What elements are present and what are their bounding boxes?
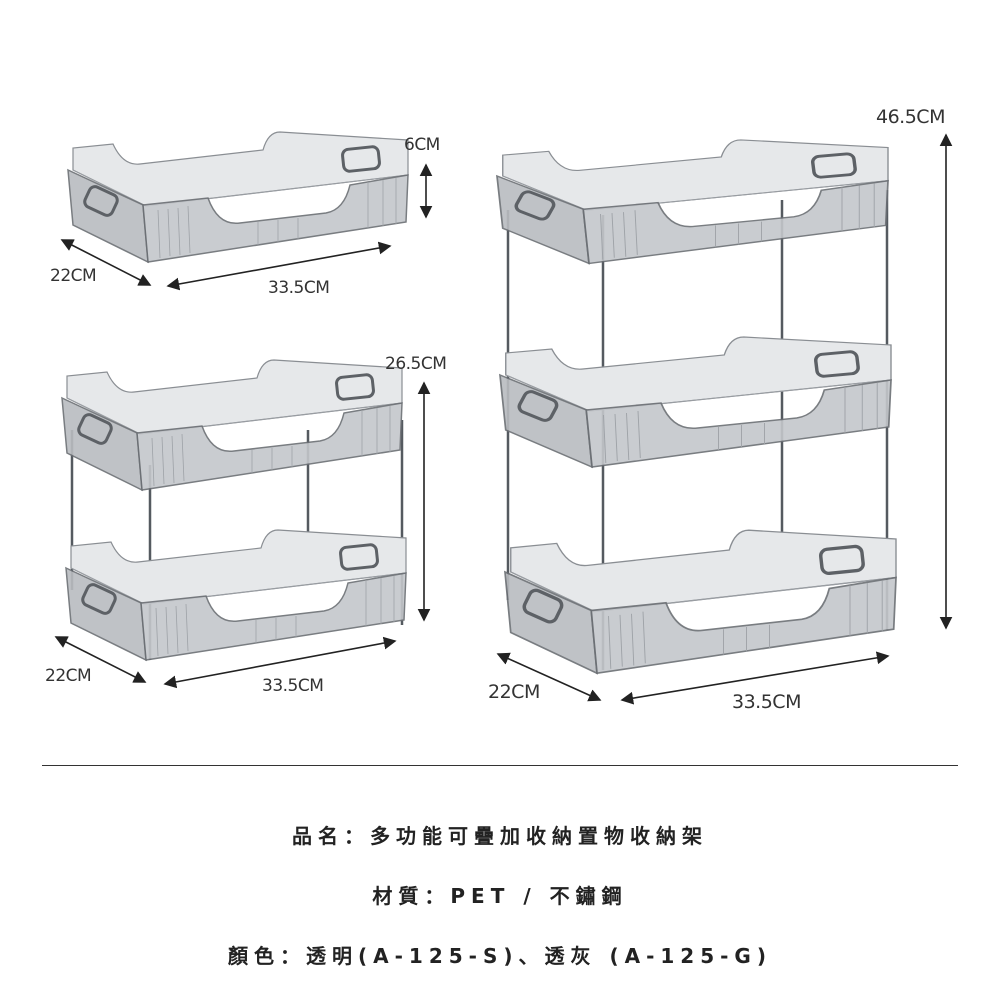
double-tier-bottom-tray [64,528,408,662]
double-tier-top-tray [60,358,404,492]
product-material: 材質：PET / 不鏽鋼 [372,884,628,908]
triple-tier-bottom-tray [503,528,898,675]
product-color: 顏色：透明(A-125-S)、透灰 (A-125-G) [227,944,772,968]
triple-tier-top-tray [495,138,890,266]
single-height-label: 6CM [404,135,440,155]
product-name: 品名：多功能可疊加收納置物收納架 [292,824,708,848]
triple-depth-label: 22CM [488,681,540,703]
double-height-label: 26.5CM [385,354,447,374]
triple-tier-middle-tray [498,335,893,469]
triple-width-label: 33.5CM [732,691,801,713]
single-depth-label: 22CM [50,266,97,286]
single-width-label: 33.5CM [268,278,330,298]
double-depth-label: 22CM [45,666,92,686]
dimension-arrows [54,133,953,705]
divider [42,765,958,766]
double-width-label: 33.5CM [262,676,324,696]
single-tray [66,130,410,264]
triple-height-label: 46.5CM [876,106,945,128]
